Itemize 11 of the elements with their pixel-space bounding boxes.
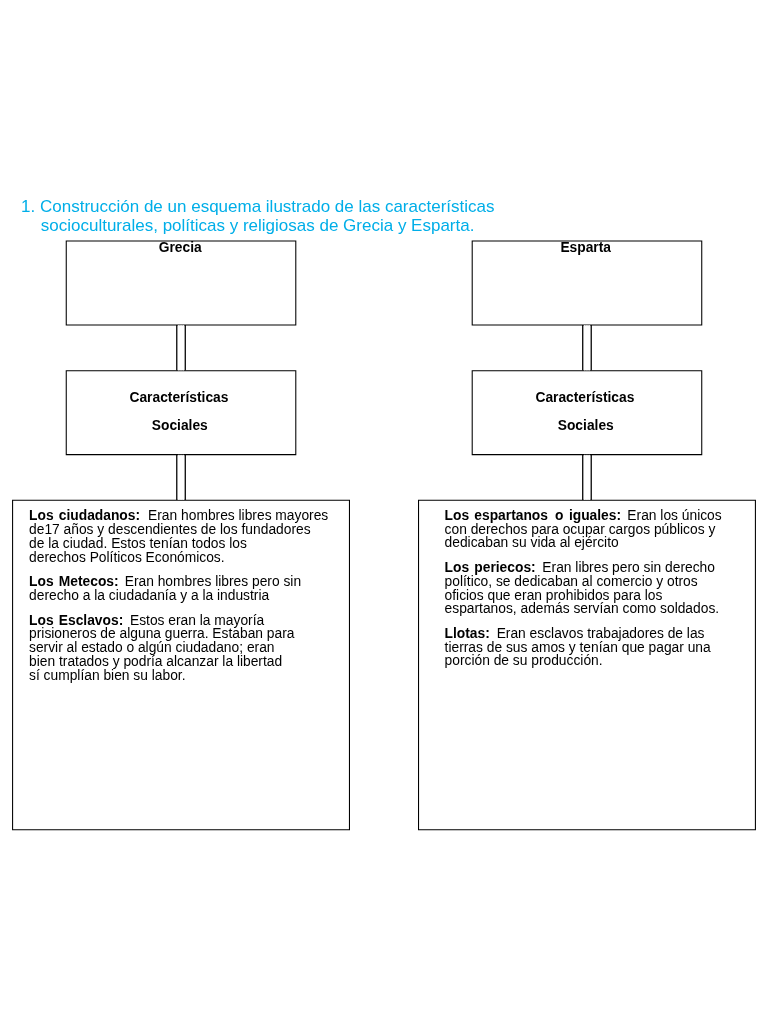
connector bbox=[582, 324, 592, 372]
node-box: Grecia bbox=[65, 240, 297, 326]
node-box: Características Sociales bbox=[471, 370, 703, 456]
node-box: Los espartanos o iguales: Eran los únicos con derechos para ocupar cargos públicos y dedicaban su vida al ejército Los periecos: Eran libres pero sin derecho político, se dedicaban al comercio y otros oficios que eran prohibidos para los espartanos, además servían como soldados. Llotas: Eran esclavos trabajadores de las tierras de sus amos y tenían que pagar una porción de su producción. bbox=[418, 499, 756, 831]
node-box: Características Sociales bbox=[65, 370, 297, 456]
connector bbox=[582, 454, 592, 501]
node-box: Los ciudadanos: Eran hombres libres mayores de17 años y descendientes de los fundadores de la ciudad. Estos tenían todos los derechos Políticos Económicos. Los Metecos: Eran hombres libres pero sin derecho a la ciudadanía y a la industria Los Esclavos: Estos eran la mayoría prisioneros de alguna guerra. Estaban para servir al estado o algún ciudadano; eran bien tratados y podría alcanzar la libertad sí cumplían bien su labor. bbox=[12, 499, 350, 831]
connector bbox=[176, 324, 186, 372]
connector bbox=[176, 454, 186, 501]
node-box: Esparta bbox=[471, 240, 703, 326]
diagram-title: 1. Construcción de un esquema ilustrado de las características socioculturales, políticas y religiosas de Grecia y Esparta. bbox=[21, 197, 495, 236]
